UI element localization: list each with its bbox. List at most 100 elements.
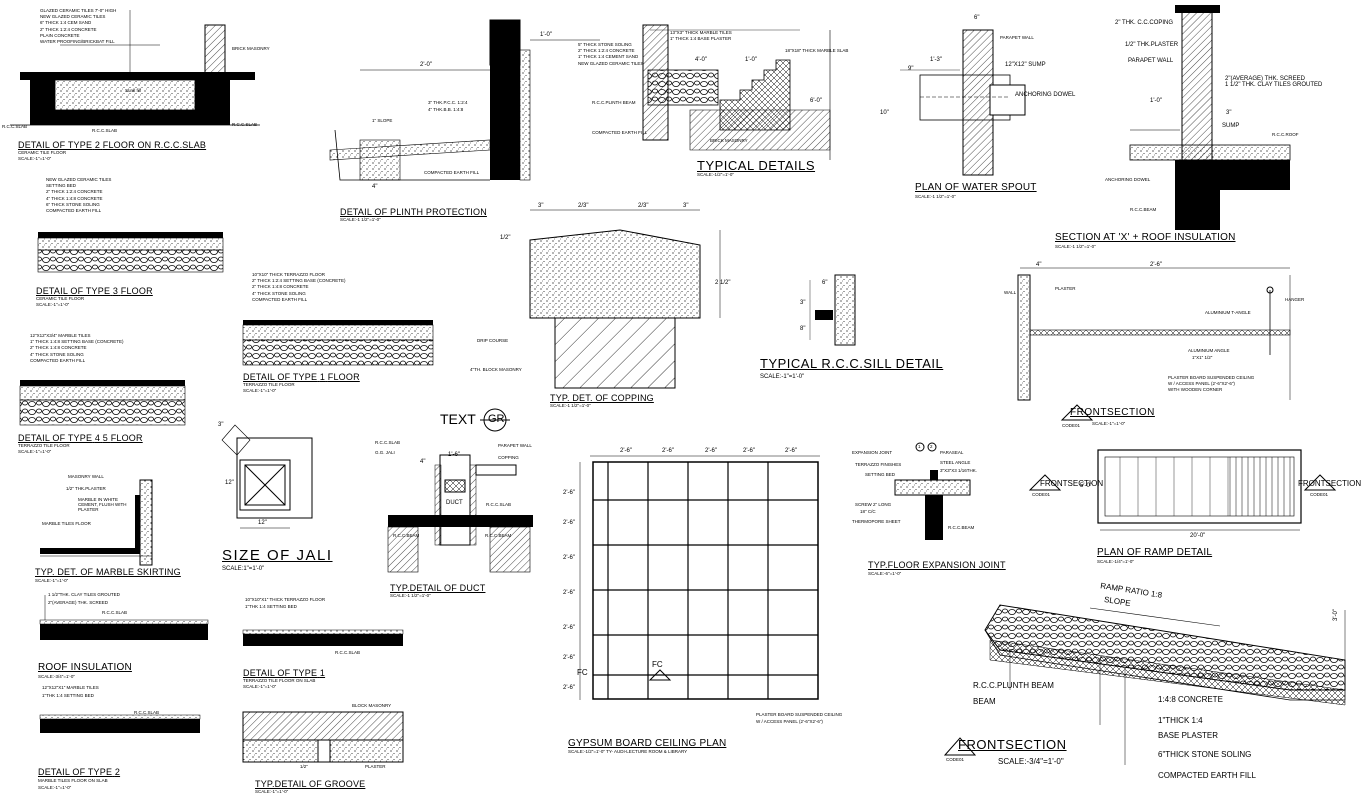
type2-floor-scale: SCALE:-1"=1'-0" xyxy=(18,156,52,161)
ramp-section-code: CODE01 xyxy=(946,757,965,762)
typical-details-scale: SCALE:-1/2"=1'-0" xyxy=(697,172,734,177)
detail-section-x-roof-insulation xyxy=(1129,5,1291,230)
sill-dim-0: 6" xyxy=(822,280,828,286)
fsc-note-angle: ALUMINIUM ANGLE xyxy=(1188,348,1230,353)
gypsum-dim-left-4: 2'-6" xyxy=(563,625,575,631)
ramp-section-scale: SCALE:-3/4"=1'-0" xyxy=(998,757,1064,766)
ramp-plan-code-0: CODE01 xyxy=(1032,492,1051,497)
gypsum-dim-left-0: 2'-6" xyxy=(563,490,575,496)
ramp-section-note-1: 1:4:8 CONCRETE xyxy=(1158,695,1223,704)
fsc-note-tangle: ALUMINIUM T-ANGLE xyxy=(1205,310,1251,315)
copping-dim-5: 1/2" xyxy=(500,235,511,241)
groove-title: TYP.DETAIL OF GROOVE xyxy=(255,779,366,789)
jali-dim-2: 3" xyxy=(218,422,224,428)
jali-dim-1: 12" xyxy=(225,480,234,486)
typical-details-notes-left: 5" THICK STONE SOLING 2" THICK 1:2:4 CON… xyxy=(578,42,644,66)
type1-floor-notes: 10"X10" THICK TERRAZZO FLOOR 2" THICK 1:… xyxy=(252,272,346,302)
section-x-note-6: R.C.C.ROOF xyxy=(1272,132,1299,137)
ej-note-9: R.C.C.BEAM xyxy=(948,525,975,530)
duct-note-2: PARAPET WALL xyxy=(498,443,532,448)
ramp-section-note-beam-2: BEAM xyxy=(973,697,996,706)
copping-title: TYP. DET. OF COPPING xyxy=(550,393,654,403)
duct-note-7: R.C.C.BEAM xyxy=(485,533,512,538)
type1-floor-subtitle: TERRAZZO TILE FLOOR xyxy=(243,382,295,387)
type45-floor-title: DETAIL OF TYPE 4 5 FLOOR xyxy=(18,433,143,443)
roof-insulation-title: ROOF INSULATION xyxy=(38,662,132,673)
skirting-scale: SCALE:-1"=1'-0" xyxy=(35,578,69,583)
copping-dim-2: 2/3" xyxy=(638,203,649,209)
gypsum-marker-fc-1: FC xyxy=(652,660,663,669)
text-gr-label: TEXT xyxy=(440,411,476,427)
ej-note-5: 3"X3"X3 1/16THK. xyxy=(940,468,977,473)
copping-dim-0: 3" xyxy=(538,203,544,209)
jali-title: SIZE OF JALI xyxy=(222,547,333,564)
roof-insulation-note-1: 2"(AVERAGE) THK. SCREED xyxy=(48,600,108,605)
duct-scale: SCALE:-1 1/2"=1'-0" xyxy=(390,593,431,598)
fsc-note-angle-size: 1"X1" 1/2" xyxy=(1192,355,1213,360)
skirting-title: TYP. DET. OF MARBLE SKIRTING xyxy=(35,567,181,577)
roof-insulation-note-0: 1 1/2"THK. CLAY TILES GROUTED xyxy=(48,592,120,597)
detail-terrazzo-on-slab xyxy=(242,629,404,646)
terrazzo-slab-note-1: 1"THK 1:4 SETTING BED xyxy=(245,604,297,609)
type2-floor-subtitle: CERAMIC TILE FLOOR xyxy=(18,150,67,155)
detail-plinth-protection xyxy=(329,19,600,181)
fsc-note-wall: WALL xyxy=(1004,290,1017,295)
jali-scale: SCALE:1"=1'-0" xyxy=(222,566,265,572)
ej-note-7: 18" C/C xyxy=(860,509,876,514)
section-x-dim-1: 3" xyxy=(1226,110,1232,116)
fsc-note-hanger: HANGER xyxy=(1285,297,1305,302)
detail-ramp-section xyxy=(943,604,1346,765)
typical-details-dim-1: 1'-0" xyxy=(745,57,757,63)
duct-note-5: R.C.C.SLAB xyxy=(486,502,512,507)
copping-dim-3: 3" xyxy=(683,203,689,209)
ramp-section-note-4: 6"THICK STONE SOLING xyxy=(1158,750,1252,759)
gypsum-scale: SCALE:-1/2"=1'-0" TY- AUDI-LECTURE ROOM … xyxy=(568,749,688,754)
sill-dim-1: 3" xyxy=(800,300,806,306)
ramp-plan-marker-1: FRONTSECTION xyxy=(1298,479,1362,488)
ramp-plan-scale: SCALE:-1/4"=1'-0" xyxy=(1097,559,1134,564)
detail-jali xyxy=(221,424,313,529)
section-x-note-8: R.C.C.BEAM xyxy=(1130,207,1157,212)
ej-note-0: EXPANSION JOINT xyxy=(852,450,893,455)
marble-slab-note-2: R.C.C.SLAB xyxy=(134,710,160,715)
type45-floor-subtitle: TERRAZZO TILE FLOOR xyxy=(18,443,70,448)
gypsum-dim-left-6: 2'-6" xyxy=(563,685,575,691)
plinth-scale: SCALE:-1 1/2"=1'-0" xyxy=(340,217,381,222)
gypsum-note-1: W / ACCESS PANEL (2'-6"X2'-6") xyxy=(756,719,823,724)
skirting-note-3: MARBLE TILES FLOOR xyxy=(42,521,91,526)
marble-slab-subtitle: MARBLE TILES FLOOR ON SLAB xyxy=(38,778,108,783)
roof-insulation-scale: SCALE:-3/4"=1'-0" xyxy=(38,674,75,679)
jali-dim-0: 12" xyxy=(258,520,267,526)
detail-ramp-plan xyxy=(1028,449,1337,531)
typical-details-dim-0: 4'-0" xyxy=(695,57,707,63)
duct-dim-1: 1'-6" xyxy=(448,452,460,458)
ramp-section-note-3: BASE PLASTER xyxy=(1158,731,1219,740)
duct-note-1: G.G. JALI xyxy=(375,450,395,455)
type3-floor-subtitle: CERAMIC TILE FLOOR xyxy=(36,296,85,301)
type3-floor-scale: SCALE:-1"=1'-0" xyxy=(36,302,70,307)
ramp-plan-title: PLAN OF RAMP DETAIL xyxy=(1097,547,1213,558)
skirting-note-0: MASONRY WALL xyxy=(68,474,104,479)
detail-duct xyxy=(387,454,533,573)
ej-note-1: PARASEAL xyxy=(940,450,964,455)
ej-tag-1: 2 xyxy=(930,444,933,449)
front-section-ceiling-dim-1: 2'-6" xyxy=(1150,262,1162,268)
detail-roof-insulation xyxy=(39,595,209,640)
marble-slab-note-1: 1"THK 1:4 SETTING BED xyxy=(42,693,94,698)
front-section-ceiling-dim-0: 4" xyxy=(1036,262,1042,268)
type2-floor-notes: GLAZED CERAMIC TILES 7'-0" HIGH NEW GLAZ… xyxy=(40,8,117,45)
front-section-ceiling-scale: SCALE:-1"=1'-0" xyxy=(1092,421,1126,426)
copping-dim-4: 2 1/2" xyxy=(715,280,731,286)
ramp-plan-code-1: CODE01 xyxy=(1310,492,1329,497)
gypsum-dim-left-1: 2'-6" xyxy=(563,520,575,526)
typical-details-notes-top: 13"X3" THICK MARBLE TILES 1" THICK 1:4 B… xyxy=(670,30,732,42)
ramp-plan-marker-0: FRONTSECTION xyxy=(1040,479,1104,488)
detail-typical-details xyxy=(642,24,831,160)
ramp-section-note-beam: R.C.C.PLUNTH BEAM xyxy=(973,681,1054,690)
plinth-dim-2: 1" SLOPE xyxy=(372,118,393,123)
gypsum-marker-fc-0: FC xyxy=(577,668,588,677)
type2-floor-title: DETAIL OF TYPE 2 FLOOR ON R.C.C.SLAB xyxy=(18,140,207,150)
type2-rcc-left: R.C.C.SLAB xyxy=(2,124,28,129)
copping-scale: SCALE:-1 1/2"=1'-0" xyxy=(550,403,591,408)
detail-marble-skirting xyxy=(40,479,153,566)
